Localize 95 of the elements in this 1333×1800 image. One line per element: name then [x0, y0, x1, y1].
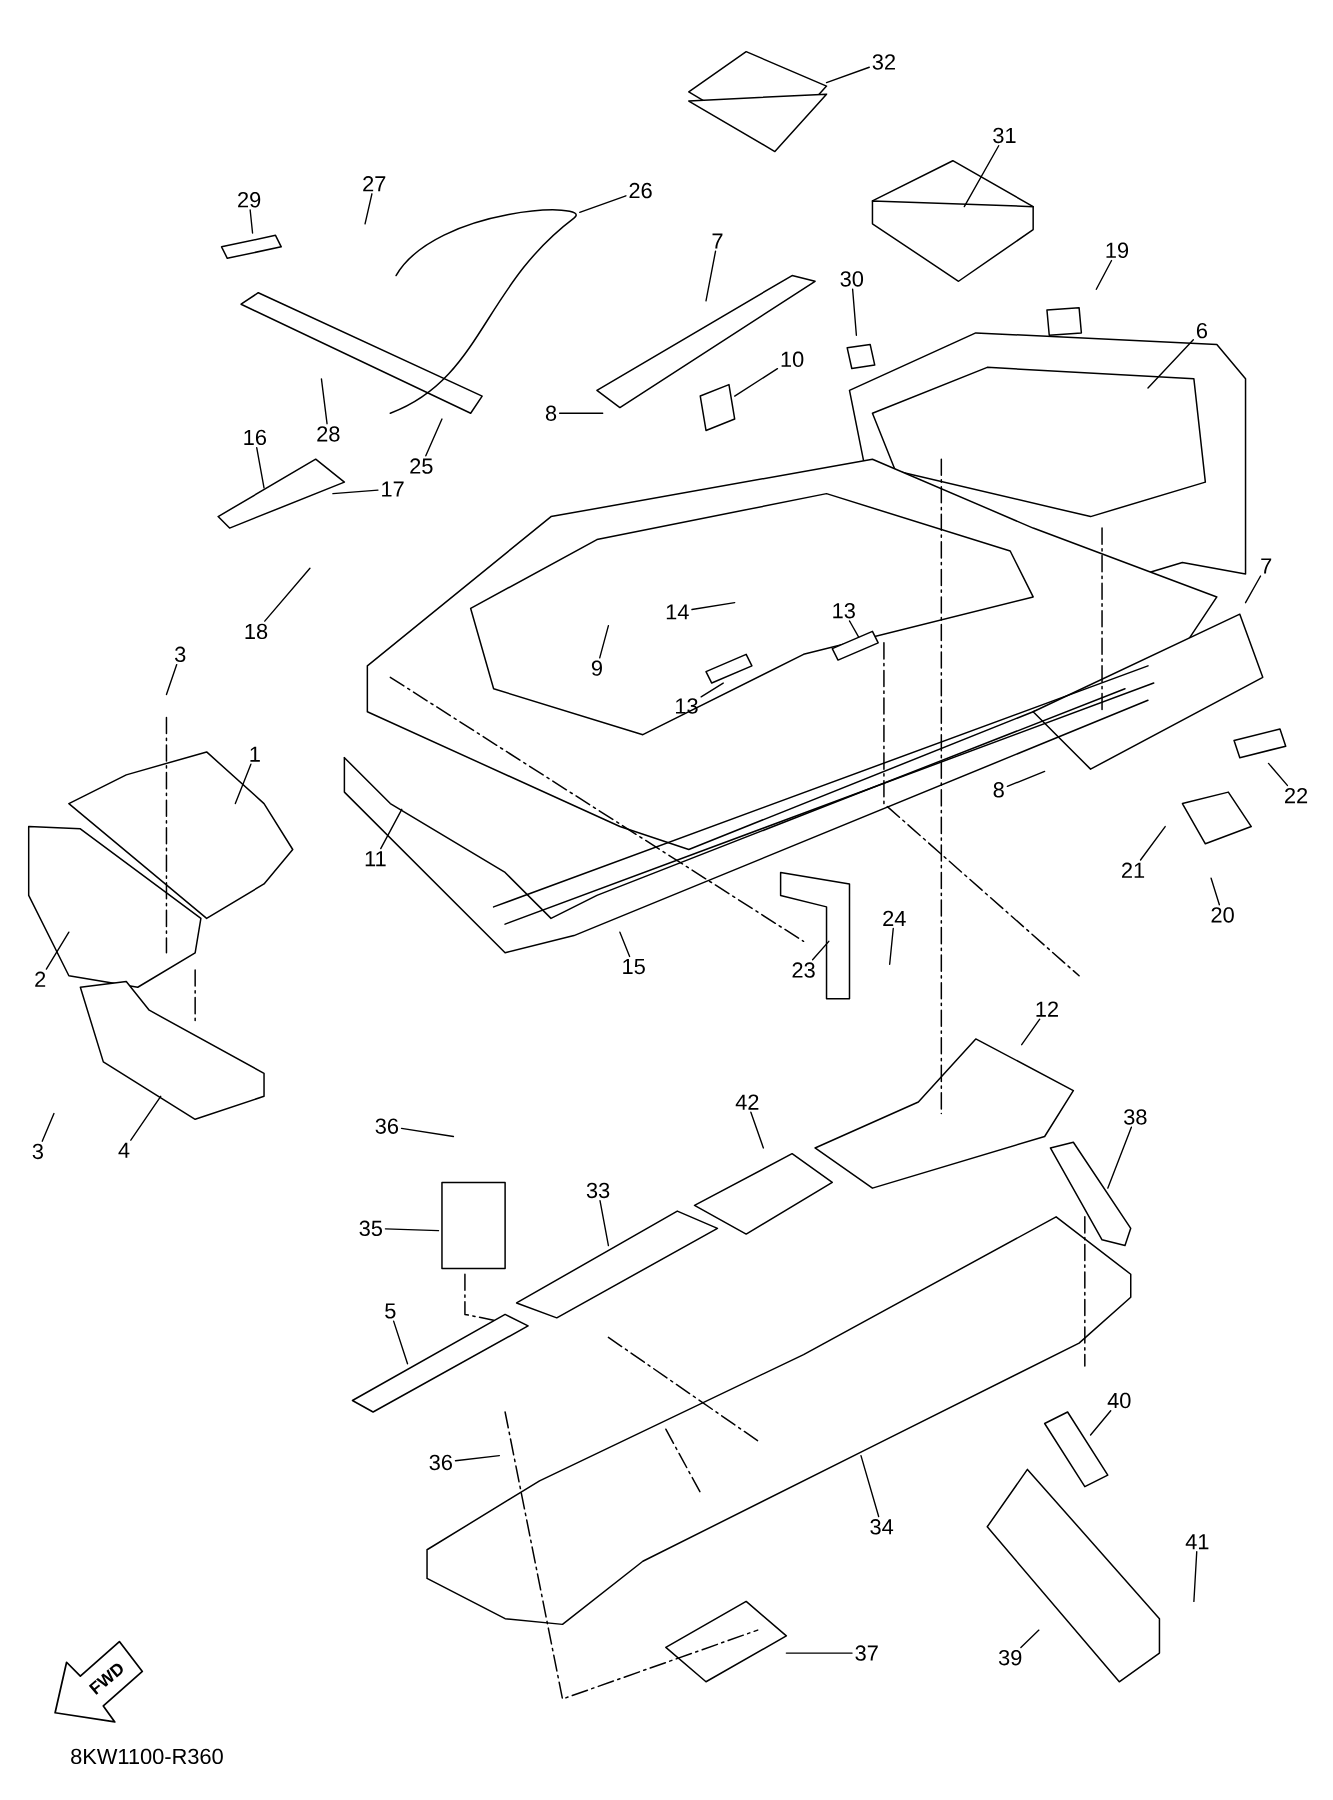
callout-number: 4 [118, 1142, 130, 1158]
leader-line [1006, 770, 1046, 788]
leader-line [579, 195, 627, 214]
callout-number: 26 [629, 182, 652, 199]
leader-line [1021, 1018, 1041, 1046]
callout-number: 31 [993, 127, 1016, 144]
callout-number: 8 [546, 405, 557, 421]
callout-number: 27 [363, 176, 386, 192]
callout-number: 9 [592, 660, 603, 676]
callout-number: 3 [175, 646, 186, 663]
leader-line [249, 209, 254, 234]
leader-line [45, 931, 70, 970]
leader-line [320, 378, 328, 425]
leader-line [380, 808, 403, 850]
callout-number: 23 [792, 962, 815, 978]
leader-line [1267, 762, 1289, 787]
callout-number: 15 [623, 959, 645, 975]
leader-line [889, 927, 895, 965]
callout-number: 32 [872, 54, 896, 70]
callout-number: 11 [365, 851, 386, 867]
leader-line [400, 1127, 455, 1138]
callout-number: 8 [993, 782, 1004, 798]
callout-number: 38 [1124, 1109, 1147, 1125]
leader-line [1147, 339, 1195, 389]
leader-line [963, 145, 1000, 208]
leader-line [454, 1454, 501, 1462]
callout-number: 6 [1197, 322, 1208, 339]
leader-line [1193, 1551, 1198, 1603]
callout-number: 14 [666, 604, 689, 620]
callout-number: 34 [870, 1519, 894, 1535]
leader-line [1095, 259, 1113, 290]
leader-line [691, 602, 736, 611]
callout-number: 20 [1211, 907, 1234, 923]
callout-number: 40 [1107, 1392, 1131, 1409]
leader-line [812, 940, 830, 961]
leader-line [599, 1200, 610, 1247]
leader-line [825, 66, 871, 84]
leader-line [750, 1111, 765, 1149]
callout-number: 19 [1106, 242, 1129, 258]
leader-line [852, 288, 858, 336]
leader-line [393, 1320, 409, 1365]
callout-number: 22 [1285, 787, 1308, 804]
callout-number: 30 [840, 271, 864, 287]
leader-line [364, 193, 373, 225]
leader-line [425, 418, 443, 457]
leader-line [700, 682, 725, 698]
leader-line [559, 412, 604, 414]
leader-line [332, 489, 379, 495]
leader-line [130, 1095, 162, 1141]
leader-line [1244, 575, 1262, 604]
leader-line [785, 1652, 853, 1654]
callout-number: 13 [833, 603, 855, 619]
callout-number: 25 [410, 458, 433, 474]
callout-number: 36 [429, 1454, 453, 1471]
callout-number: 5 [385, 1303, 396, 1319]
leader-line [384, 1228, 440, 1232]
leader-line [705, 250, 717, 302]
callout-number: 2 [35, 971, 46, 987]
callout-number: 29 [238, 192, 261, 208]
callout-number: 35 [359, 1220, 383, 1237]
callout-number: 36 [375, 1118, 399, 1134]
callout-number: 1 [250, 746, 260, 762]
leader-line [165, 663, 178, 696]
diagram-code: 8KW1100-R360 [71, 1748, 223, 1765]
leader-line [734, 368, 779, 397]
leader-line [1139, 825, 1166, 861]
callout-number: 13 [676, 698, 698, 714]
leader-line [599, 624, 610, 659]
callout-number: 28 [317, 426, 340, 442]
leader-line [234, 763, 252, 805]
leader-line [41, 1112, 55, 1142]
callout-number: 39 [999, 1649, 1022, 1666]
callout-number: 37 [855, 1645, 878, 1661]
callout-number: 24 [883, 910, 906, 926]
callout-number: 7 [1261, 558, 1272, 574]
leader-line [1020, 1629, 1040, 1649]
callout-number: 21 [1122, 862, 1145, 878]
callout-number: 3 [32, 1143, 44, 1160]
leader-line [619, 931, 631, 958]
leader-line [264, 567, 311, 622]
leader-line [848, 620, 860, 638]
leader-line [1090, 1410, 1112, 1436]
callout-number: 17 [382, 481, 404, 497]
callout-number: 7 [712, 233, 723, 249]
leader-line [860, 1454, 880, 1518]
callout-number: 12 [1036, 1001, 1059, 1017]
callout-number: 10 [781, 351, 804, 368]
callout-number: 41 [1185, 1534, 1209, 1550]
leader-line [1107, 1126, 1133, 1189]
leader-line [256, 446, 265, 489]
callout-number: 42 [735, 1094, 759, 1110]
callout-number: 18 [245, 623, 268, 640]
callout-number: 16 [244, 429, 267, 446]
leader-line [1210, 877, 1221, 906]
callout-number: 33 [586, 1182, 610, 1199]
